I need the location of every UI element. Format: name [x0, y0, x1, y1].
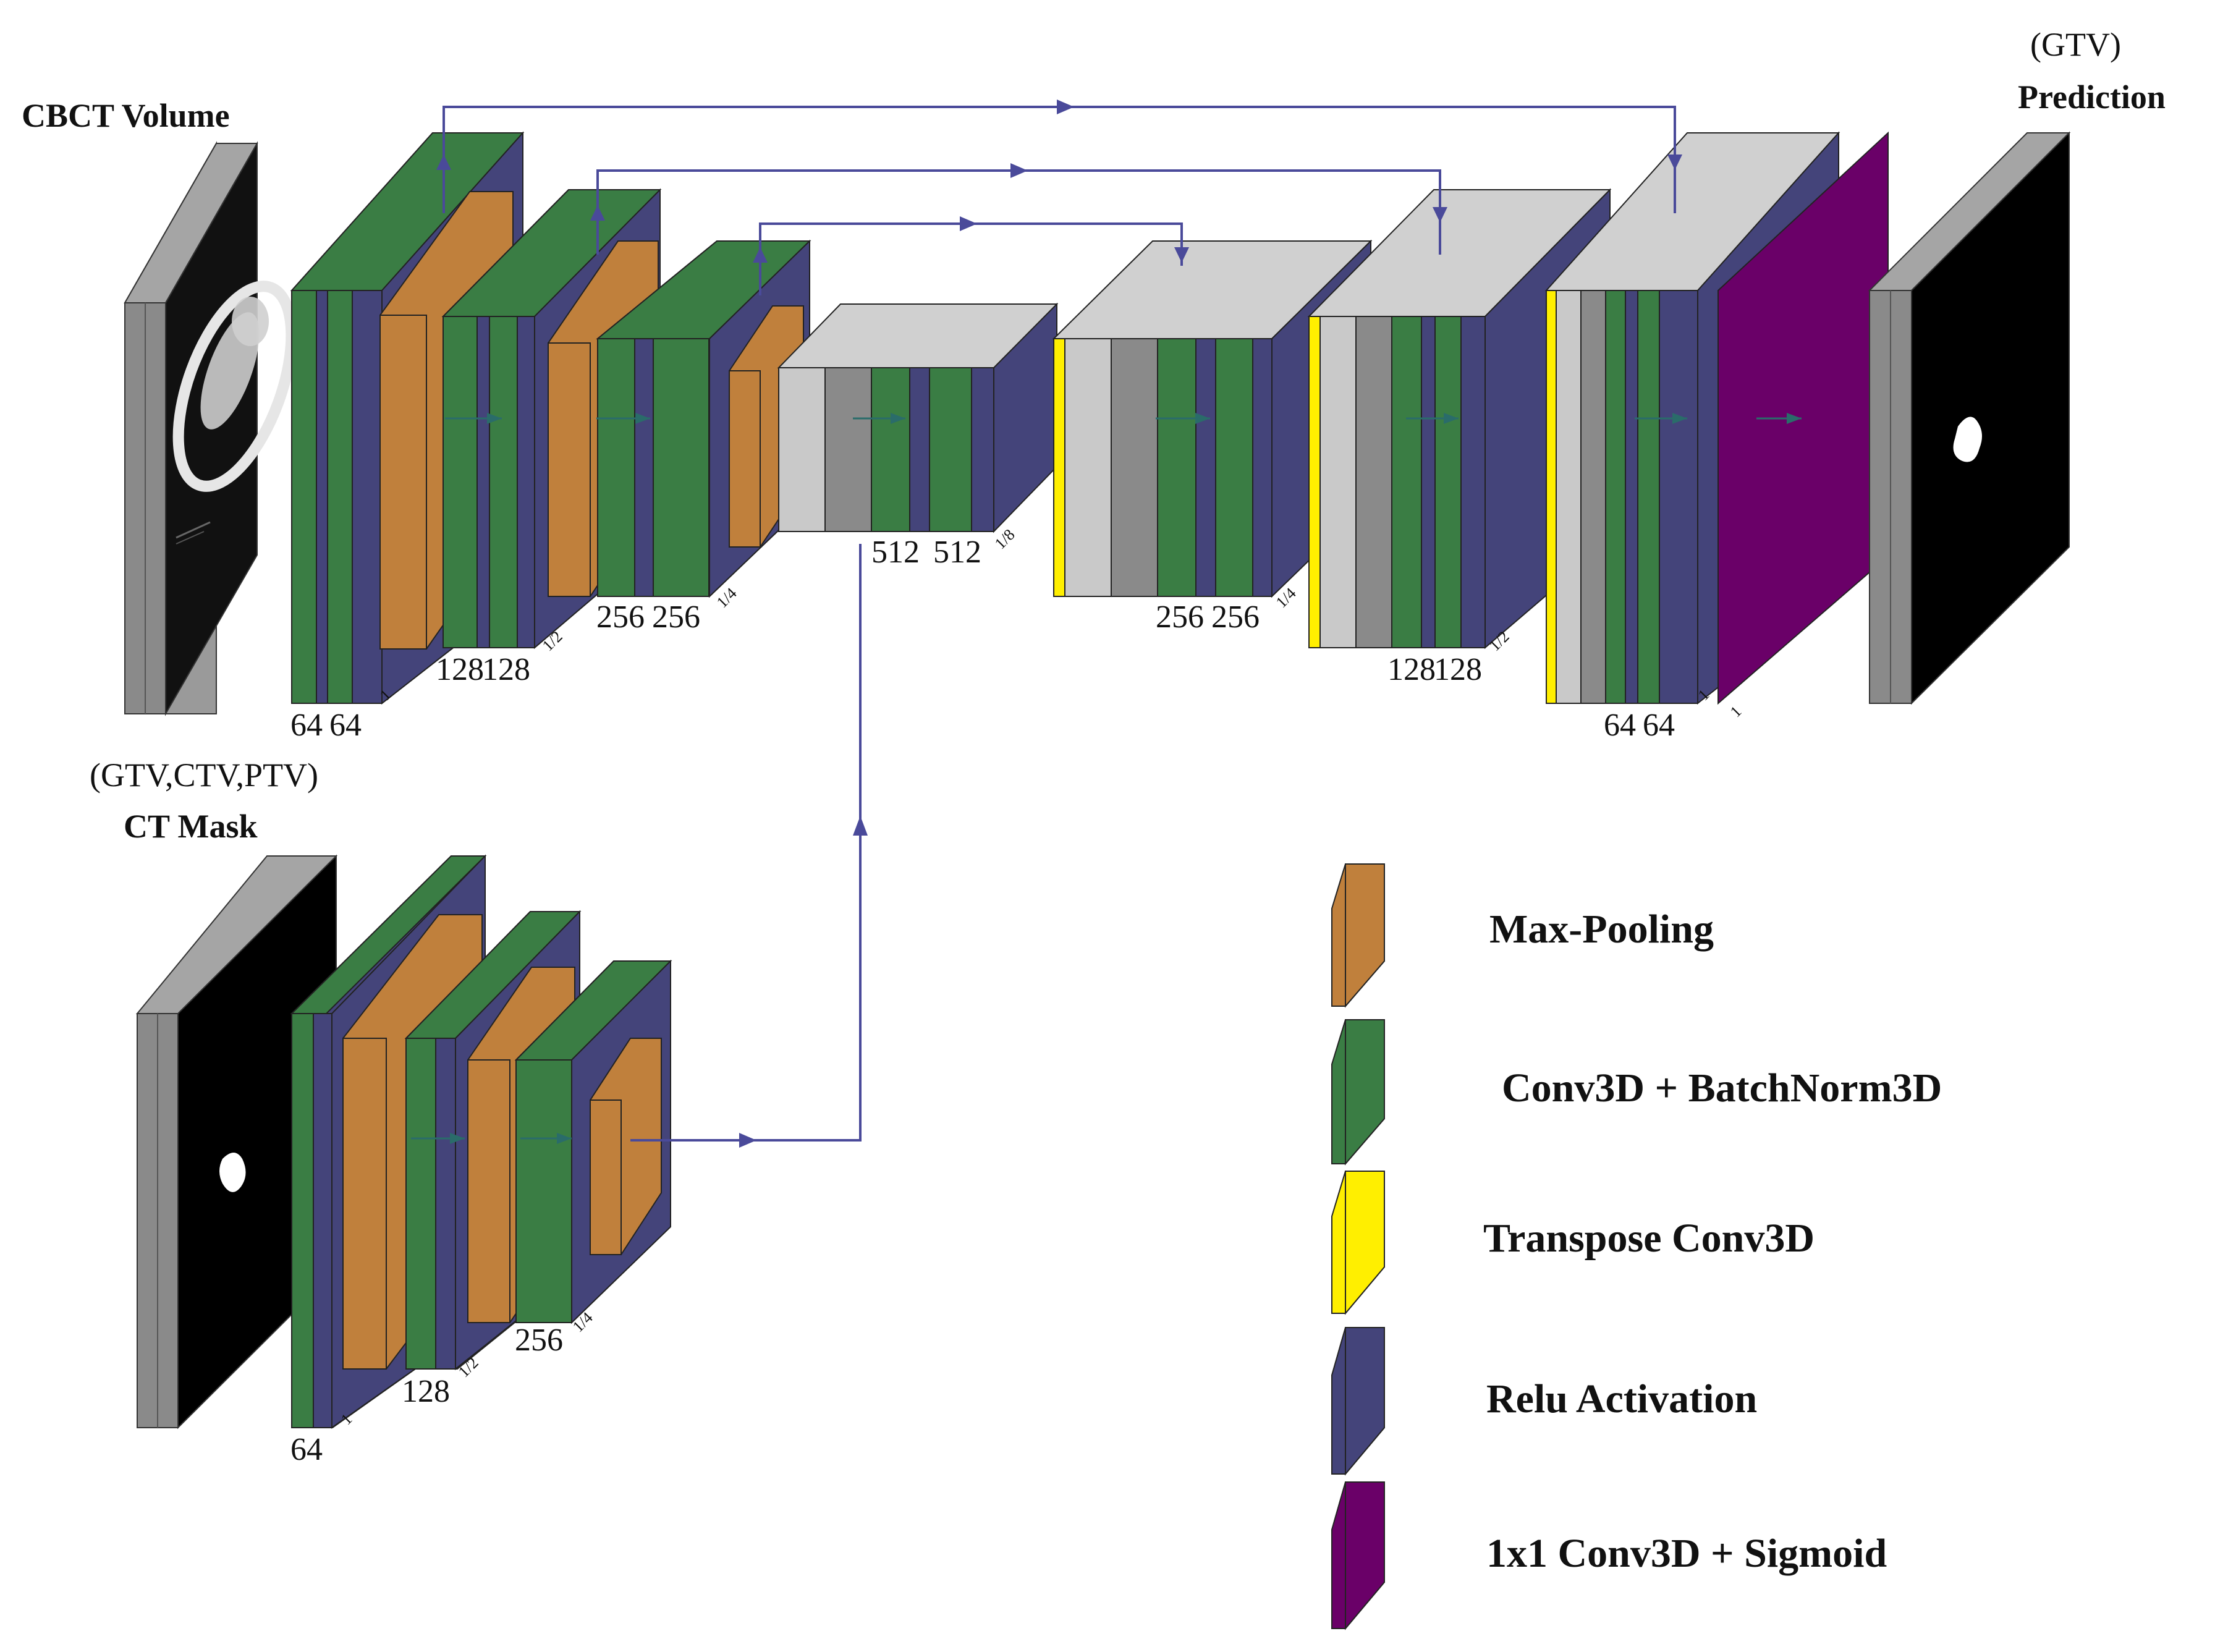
decoder-block-2 [1307, 188, 1612, 650]
legend-item-relu-activation: Relu Activation [1331, 1327, 1757, 1476]
prediction-output-volume [1868, 131, 2071, 705]
legend-label-conv3d-batchnorm3d: Conv3D + BatchNorm3D [1502, 1065, 1942, 1111]
mask-encoder-block-3 [514, 959, 672, 1324]
cbct-volume-title: CBCT Volume [22, 97, 230, 134]
mask-enc1-channels: 64 [290, 1432, 323, 1467]
ct-slice-image [172, 281, 297, 544]
prediction-class-label: (GTV) [2030, 26, 2121, 63]
legend-label-max-pooling: Max-Pooling [1489, 907, 1714, 952]
legend-item-conv3d-batchnorm3d: Conv3D + BatchNorm3D [1331, 1019, 1942, 1166]
dec3-channels-a: 64 [1604, 708, 1636, 743]
legend-label-sigmoid: 1x1 Conv3D + Sigmoid [1486, 1531, 1887, 1576]
enc2-channels-a: 128 [436, 652, 484, 687]
enc2-channels-b: 128 [482, 652, 530, 687]
binary-mask-image [219, 1153, 246, 1192]
cbct-input-volume [124, 141, 258, 716]
bottleneck-block [777, 302, 1059, 533]
legend-item-max-pooling: Max-Pooling [1331, 863, 1714, 1008]
sigmoid-scale: 1 [1727, 703, 1745, 721]
binary-mask-image [1953, 417, 1982, 462]
dec1-channels-b: 256 [1211, 599, 1260, 635]
internal-flow-arrows [411, 413, 1802, 1144]
bottleneck-channels-b: 512 [933, 535, 981, 570]
prediction-title: Prediction [2018, 78, 2166, 116]
bottleneck-channels-a: 512 [871, 535, 920, 570]
legend-label-transpose-conv3d: Transpose Conv3D [1483, 1216, 1815, 1261]
legend-label-relu-activation: Relu Activation [1486, 1376, 1757, 1421]
ct-mask-title: CT Mask [124, 808, 258, 845]
enc3-channels-b: 256 [652, 599, 700, 635]
enc3-channels-a: 256 [596, 599, 645, 635]
dec2-channels-a: 128 [1387, 652, 1436, 687]
enc1-channels-a: 64 [290, 708, 323, 743]
enc1-channels-b: 64 [329, 708, 362, 743]
ct-mask-classes-label: (GTV,CTV,PTV) [90, 756, 318, 794]
mask-enc2-channels: 128 [402, 1374, 450, 1409]
legend: Max-Pooling Conv3D + BatchNorm3D Transpo… [1331, 863, 1942, 1630]
skip-connection-level-2 [590, 163, 1447, 255]
mask-branch-connector [630, 544, 868, 1148]
skip-connection-level-1 [436, 100, 1682, 213]
skip-connection-level-3 [753, 216, 1189, 295]
dec3-channels-b: 64 [1643, 708, 1675, 743]
legend-item-sigmoid: 1x1 Conv3D + Sigmoid [1331, 1481, 1887, 1630]
dec2-channels-b: 128 [1434, 652, 1482, 687]
mask-enc3-channels: 256 [515, 1323, 563, 1358]
legend-item-transpose-conv3d: Transpose Conv3D [1331, 1171, 1815, 1315]
dec1-channels-a: 256 [1156, 599, 1204, 635]
